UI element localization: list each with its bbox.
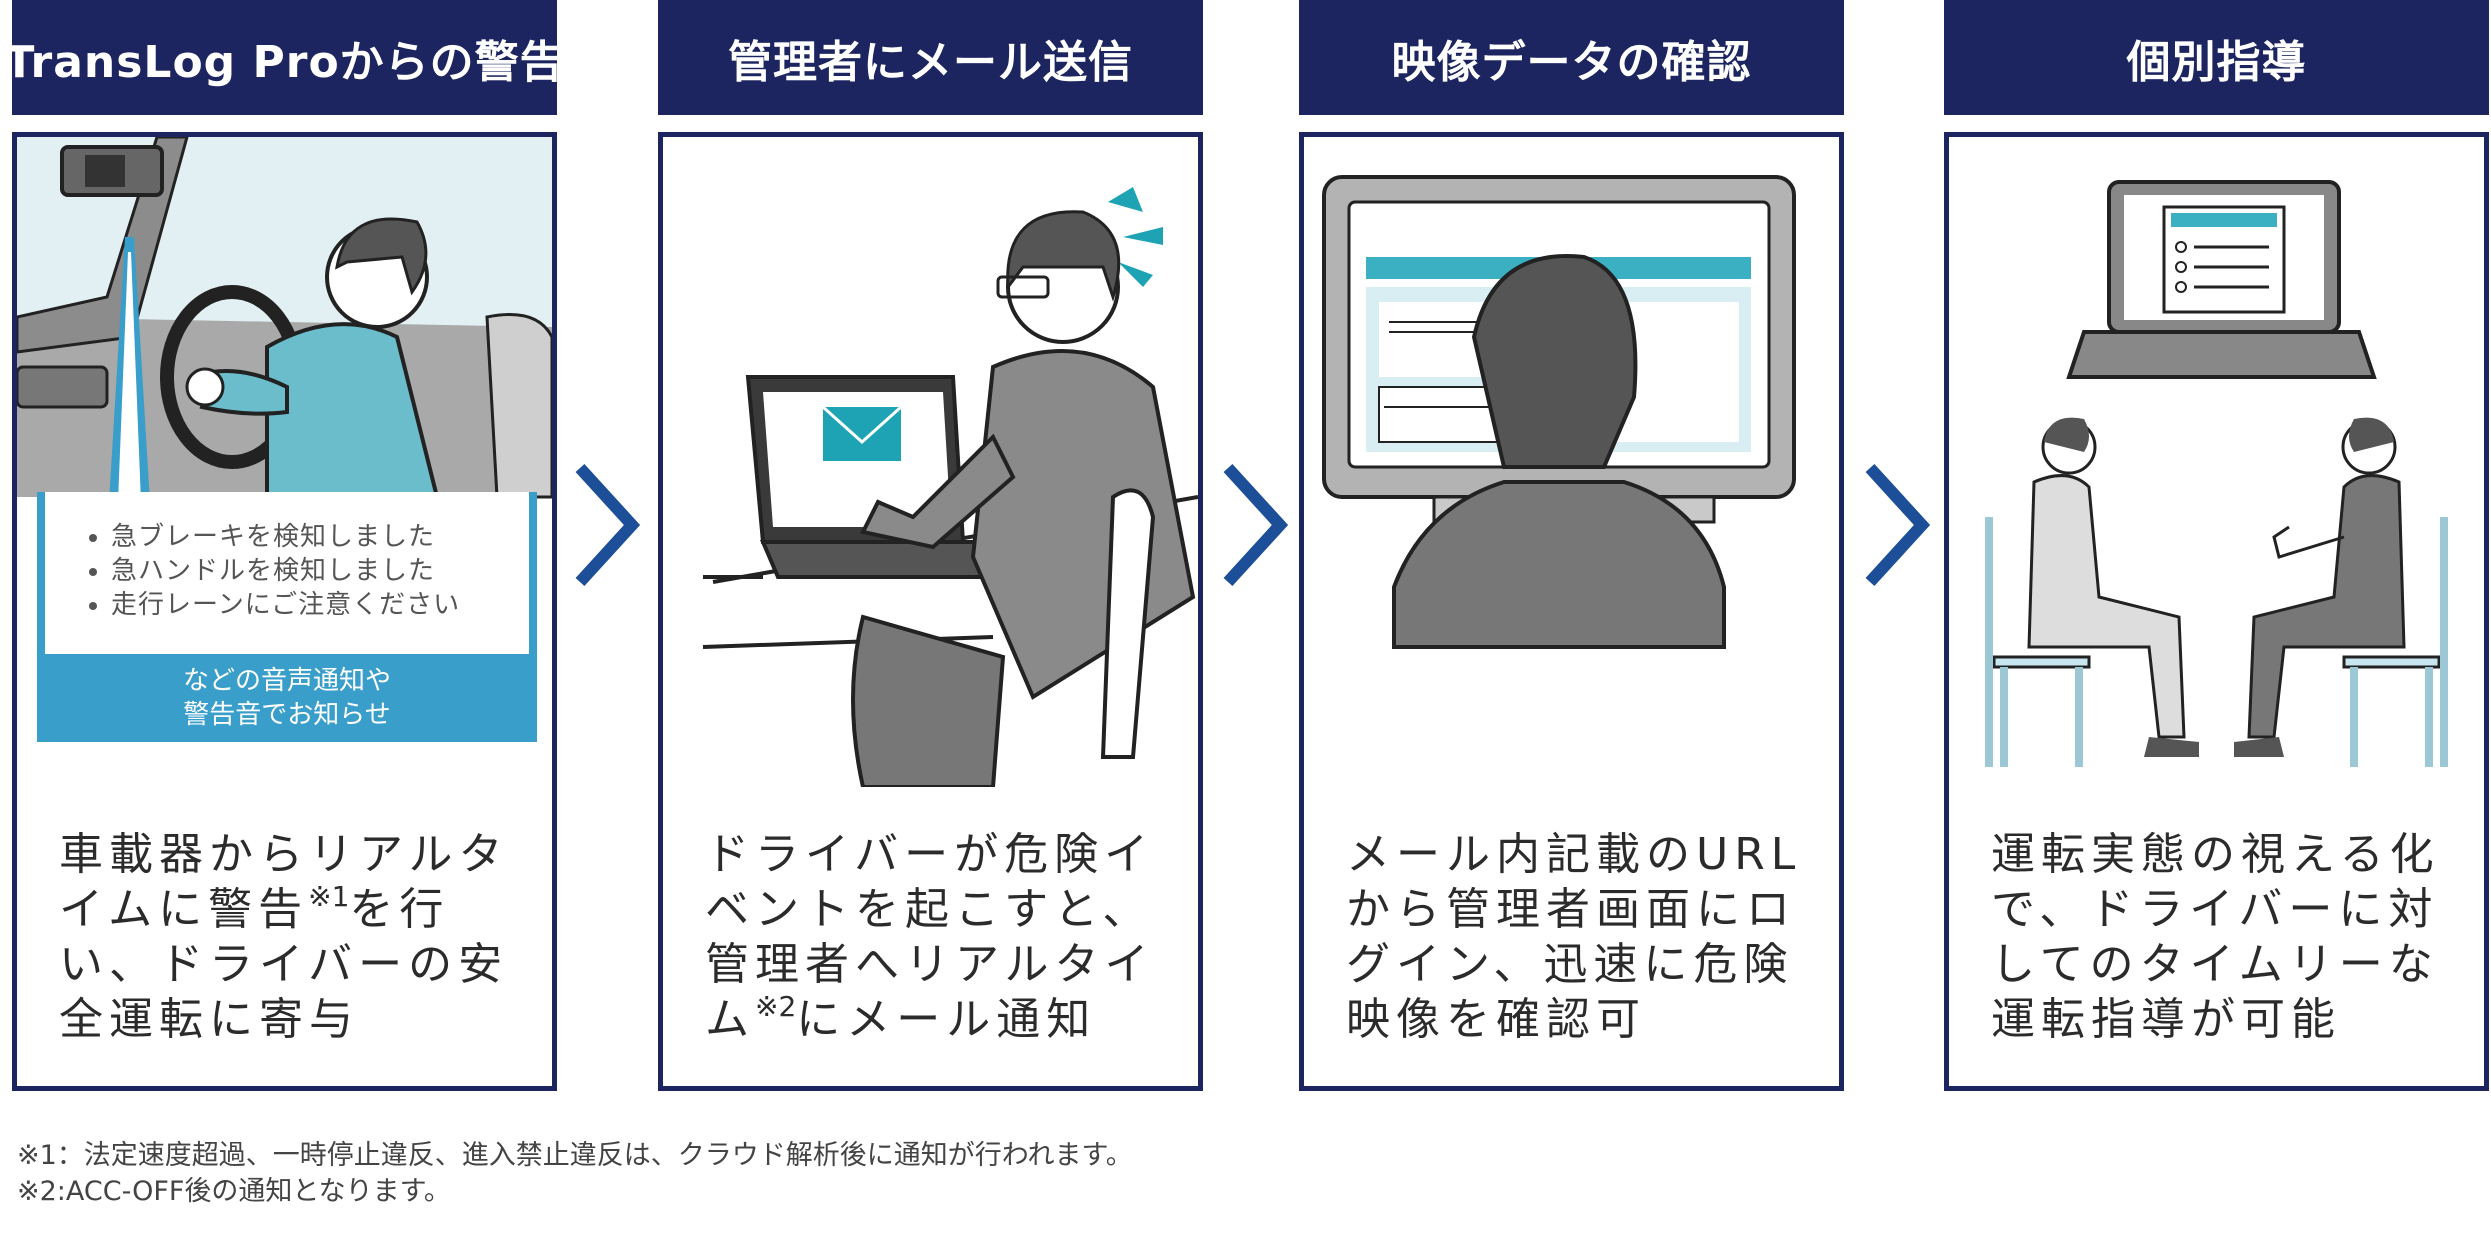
chevron-right-icon [1223, 463, 1289, 587]
manager-email-illustration [702, 187, 1198, 787]
alert-message: 急ブレーキを検知しました [111, 520, 529, 554]
step-4-card: 運転実態の視える化で、ドライバーに対してのタイムリーな運転指導が可能 [1944, 132, 2489, 1091]
step-4-title: 個別指導 [1944, 0, 2489, 115]
chevron-right-icon [1865, 463, 1931, 587]
alert-message: 急ハンドルを検知しました [111, 554, 529, 588]
footnotes: ※1：法定速度超過、一時停止違反、進入禁止違反は、クラウド解析後に通知が行われま… [17, 1138, 1133, 1210]
step-3-description: メール内記載のURLから管理者画面にログイン、迅速に危険映像を確認可 [1346, 829, 1802, 1045]
video-review-illustration [1322, 175, 1796, 649]
alert-note: などの音声通知や 警告音でお知らせ [37, 654, 537, 742]
driver-alert-illustration [17, 137, 552, 502]
step-1-description: 車載器からリアルタイムに警告※1を行い、ドライバーの安全運転に寄与 [59, 829, 509, 1045]
step-1-card: 急ブレーキを検知しました 急ハンドルを検知しました 走行レーンにご注意ください … [12, 132, 557, 1091]
step-3-title: 映像データの確認 [1299, 0, 1844, 115]
alert-message-list: 急ブレーキを検知しました 急ハンドルを検知しました 走行レーンにご注意ください [45, 492, 529, 654]
alert-message: 走行レーンにご注意ください [111, 588, 529, 622]
step-2-card: ドライバーが危険イベントを起こすと、管理者へリアルタイム※2にメール通知 [658, 132, 1203, 1091]
step-2-title: 管理者にメール送信 [658, 0, 1203, 115]
footnote-2: ※2:ACC-OFF後の通知となります。 [17, 1176, 451, 1207]
step-3-card: メール内記載のURLから管理者画面にログイン、迅速に危険映像を確認可 [1299, 132, 1844, 1091]
step-4-description: 運転実態の視える化で、ドライバーに対してのタイムリーな運転指導が可能 [1991, 829, 2440, 1045]
coaching-illustration [1985, 180, 2448, 767]
chevron-right-icon [575, 463, 641, 587]
step-1-title: TransLog Proからの警告 [4, 0, 564, 115]
alert-callout: 急ブレーキを検知しました 急ハンドルを検知しました 走行レーンにご注意ください … [37, 492, 537, 742]
step-2-description: ドライバーが危険イベントを起こすと、管理者へリアルタイム※2にメール通知 [705, 829, 1155, 1045]
footnote-1: ※1：法定速度超過、一時停止違反、進入禁止違反は、クラウド解析後に通知が行われま… [17, 1140, 1133, 1171]
